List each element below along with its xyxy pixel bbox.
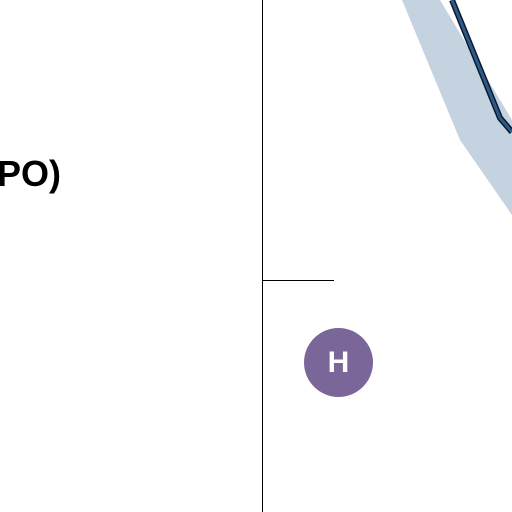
hospital-icon[interactable]: H [304, 328, 373, 397]
route-buffer-band [402, 0, 512, 215]
route-line[interactable] [450, 0, 512, 133]
station-label: PO) [0, 153, 62, 194]
